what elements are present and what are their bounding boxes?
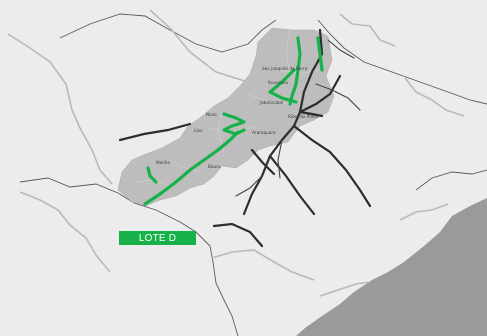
city-label: Jaboticabal xyxy=(259,100,283,105)
city-labels: São Joaquim da Barra Ituverava Ribeirão … xyxy=(156,66,318,169)
lot-label-badge: LOTE D xyxy=(119,231,196,245)
route-segment-west-spur xyxy=(146,166,158,184)
city-label: São Joaquim da Barra xyxy=(262,66,308,71)
route-segment-north xyxy=(288,36,302,106)
state-borders xyxy=(19,13,487,336)
route-segment-mid xyxy=(222,112,246,136)
ocean xyxy=(296,198,487,336)
roads-secondary xyxy=(235,39,361,197)
city-label: Marília xyxy=(156,160,170,165)
roads xyxy=(118,28,372,248)
route-segment-north-arm xyxy=(268,68,298,104)
city-label: Araraquara xyxy=(252,130,276,135)
city-label: Ituverava xyxy=(268,80,288,85)
city-label: Novo xyxy=(206,112,217,117)
route-lot-d xyxy=(143,36,324,206)
city-label: Lins xyxy=(194,128,202,133)
highlight-region xyxy=(117,27,335,207)
route-segment-west xyxy=(143,130,240,206)
city-label: Ribeirão Preto xyxy=(288,114,318,119)
route-segment-north-east xyxy=(316,36,324,72)
rivers xyxy=(7,9,465,297)
city-label: Bauru xyxy=(208,164,221,169)
